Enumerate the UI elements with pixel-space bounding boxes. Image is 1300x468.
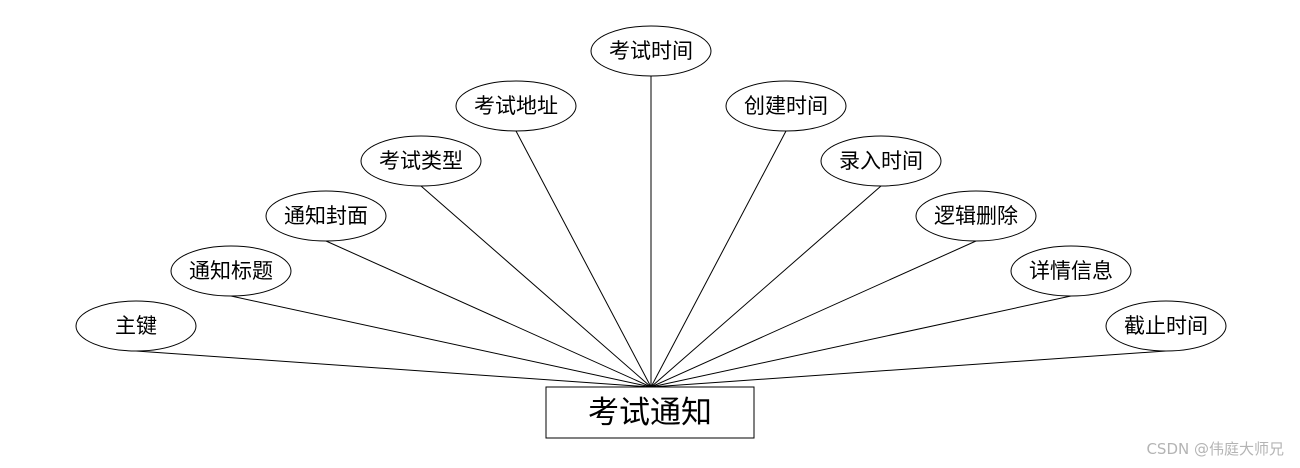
attribute-label: 考试地址 — [474, 94, 558, 118]
attribute-node: 考试类型 — [360, 135, 482, 187]
attribute-node: 创建时间 — [725, 80, 847, 132]
attribute-ellipse — [265, 190, 387, 242]
connector-line — [135, 350, 652, 388]
attribute-label: 考试时间 — [609, 39, 693, 63]
entity-node: 考试通知 — [545, 386, 755, 439]
attribute-ellipse — [75, 300, 197, 352]
attribute-ellipse — [590, 25, 712, 77]
connector-line — [230, 295, 652, 388]
attribute-node: 录入时间 — [820, 135, 942, 187]
entity-label: 考试通知 — [588, 395, 712, 431]
attribute-node: 通知封面 — [265, 190, 387, 242]
connector-lines — [135, 76, 1167, 388]
attribute-ellipse — [360, 135, 482, 187]
attribute-ellipse — [455, 80, 577, 132]
attribute-label: 考试类型 — [379, 149, 463, 173]
attribute-label: 通知封面 — [284, 204, 368, 228]
attribute-label: 录入时间 — [839, 149, 923, 173]
attribute-ellipse — [170, 245, 292, 297]
attribute-node: 考试地址 — [455, 80, 577, 132]
attribute-ellipse — [1105, 300, 1227, 352]
connector-line — [650, 185, 882, 388]
attribute-node: 考试时间 — [590, 25, 712, 77]
watermark: CSDN @伟庭大师兄 — [1146, 440, 1284, 458]
attribute-node: 逻辑删除 — [915, 190, 1037, 242]
attribute-label: 通知标题 — [189, 259, 273, 283]
attribute-ellipse — [1010, 245, 1132, 297]
connector-line — [325, 240, 652, 388]
connector-line — [650, 240, 977, 388]
attribute-label: 截止时间 — [1124, 314, 1208, 338]
attribute-ellipse — [820, 135, 942, 187]
attribute-label: 主键 — [115, 314, 157, 338]
attribute-node: 详情信息 — [1010, 245, 1132, 297]
attribute-node: 截止时间 — [1105, 300, 1227, 352]
connector-line — [650, 130, 787, 388]
attribute-node: 主键 — [75, 300, 197, 352]
attribute-node: 通知标题 — [170, 245, 292, 297]
connector-line — [650, 350, 1167, 388]
attribute-label: 详情信息 — [1029, 259, 1113, 283]
attribute-label: 逻辑删除 — [934, 204, 1018, 228]
entity-box — [545, 386, 755, 439]
connector-line — [420, 185, 652, 388]
attribute-label: 创建时间 — [744, 94, 828, 118]
attribute-nodes: 主键 通知标题 通知封面 考试类型 考试地址 考试时间创建时间录入时间逻辑删除详情信息截止… — [75, 25, 1227, 352]
attribute-ellipse — [915, 190, 1037, 242]
connector-line — [650, 295, 1072, 388]
attribute-ellipse — [725, 80, 847, 132]
connector-line — [515, 130, 652, 388]
